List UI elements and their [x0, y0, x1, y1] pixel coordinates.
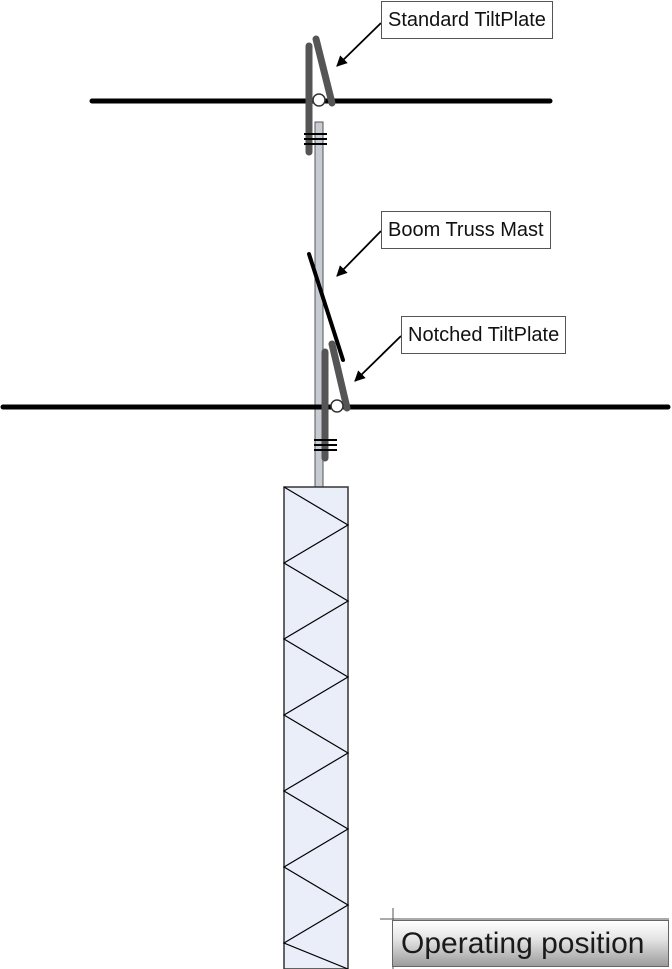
standard-tiltplate: [304, 35, 336, 156]
standard-tiltplate-label: Standard TiltPlate: [381, 1, 553, 39]
notched-tiltplate-leader: [354, 335, 402, 382]
standard-tiltplate-leader: [336, 22, 382, 67]
tower-truss: [282, 486, 350, 969]
operating-position-caption: Operating position: [392, 920, 669, 967]
notched-tiltplate: [314, 340, 351, 462]
boom-truss-mast: [307, 252, 345, 362]
boom-truss-mast-label: Boom Truss Mast: [381, 211, 551, 249]
notched-tiltplate-label: Notched TiltPlate: [401, 316, 567, 354]
lattice-tower: [282, 486, 350, 969]
boom-truss-mast-leader: [336, 230, 382, 277]
